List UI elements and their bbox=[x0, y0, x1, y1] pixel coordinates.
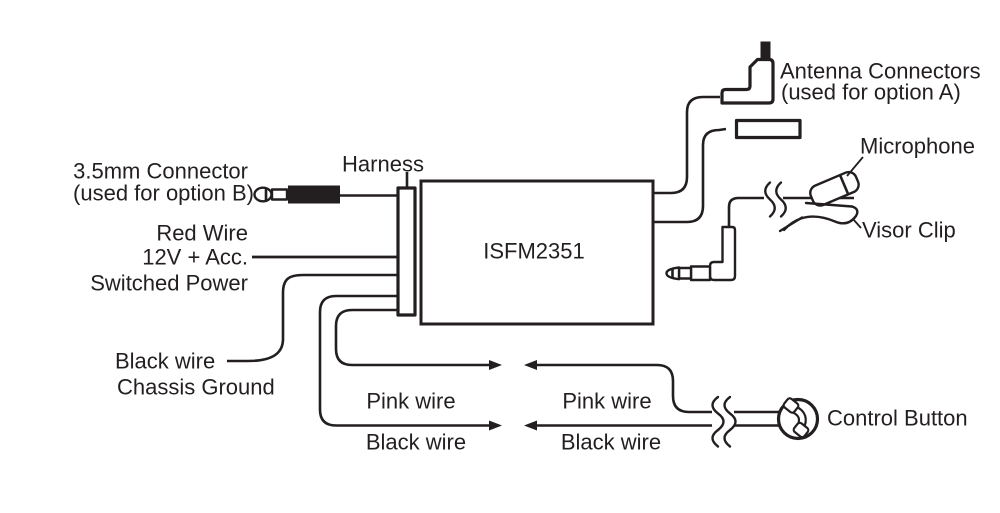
plug-ring bbox=[677, 266, 693, 280]
label-35mm-connector-line1: 3.5mm Connector bbox=[73, 159, 248, 184]
mic-plug-right-angle bbox=[665, 225, 737, 282]
label-antenna-line2: (used for option A) bbox=[781, 80, 961, 105]
label-black-wire-left: Black wire bbox=[366, 430, 466, 455]
antenna-inline-connector bbox=[734, 118, 802, 140]
microphone-body bbox=[809, 170, 860, 207]
label-red-wire-line2: 12V + Acc. bbox=[142, 245, 248, 270]
label-microphone: Microphone bbox=[860, 134, 975, 159]
label-pink-wire-left: Pink wire bbox=[366, 389, 455, 414]
label-control-button: Control Button bbox=[827, 406, 968, 431]
microphone bbox=[809, 170, 860, 207]
break-curve bbox=[723, 395, 737, 448]
plug-tip bbox=[253, 186, 273, 203]
label-chassis-line1: Black wire bbox=[115, 349, 215, 374]
break-curve bbox=[775, 181, 787, 218]
label-pink-wire-right: Pink wire bbox=[562, 389, 651, 414]
arrow-pink-left bbox=[489, 360, 502, 370]
plug-body bbox=[708, 225, 737, 282]
visor-clip bbox=[778, 201, 859, 233]
harness-connector bbox=[396, 186, 417, 317]
wire-pink-right bbox=[536, 363, 712, 414]
label-chassis-line2: Chassis Ground bbox=[117, 375, 275, 400]
label-35mm-connector-line2: (used for option B) bbox=[73, 181, 254, 206]
label-red-wire-line3: Switched Power bbox=[90, 271, 248, 296]
break-curve bbox=[764, 181, 776, 218]
break-symbol-mic bbox=[764, 181, 787, 218]
label-antenna-line1: Antenna Connectors bbox=[780, 59, 981, 84]
visor-clip-pointer-line bbox=[852, 218, 862, 229]
label-visor-clip: Visor Clip bbox=[862, 218, 956, 243]
mic-wire-left bbox=[727, 196, 764, 227]
microphone-cap-line bbox=[839, 174, 850, 195]
arrow-black-right bbox=[524, 420, 537, 431]
wire-antenna-lead bbox=[653, 127, 727, 224]
arrow-black-left bbox=[489, 420, 502, 431]
main-unit-box bbox=[419, 179, 655, 326]
plug-sleeve bbox=[288, 185, 340, 204]
phone-handset-icon bbox=[782, 397, 810, 439]
clip-spring-curve bbox=[782, 205, 859, 232]
antenna-elbow-tip bbox=[760, 41, 771, 61]
main-unit-label: ISFM2351 bbox=[483, 239, 585, 264]
wire-pink-left bbox=[334, 308, 490, 367]
label-red-wire-line1: Red Wire bbox=[156, 221, 248, 246]
antenna-elbow-connector bbox=[720, 57, 775, 105]
break-curve bbox=[711, 395, 725, 448]
plug-shaft bbox=[689, 265, 712, 282]
label-black-wire-right: Black wire bbox=[561, 430, 661, 455]
wire-chassis-ground bbox=[227, 273, 398, 363]
plug-ring bbox=[270, 188, 289, 201]
clip-lower-arm bbox=[778, 216, 804, 233]
plug-35mm-option-b bbox=[253, 185, 340, 204]
wire-antenna-elbow bbox=[653, 95, 720, 195]
wire-black-left bbox=[318, 294, 490, 427]
break-symbol-control bbox=[711, 395, 737, 448]
arrow-pink-right bbox=[524, 360, 537, 370]
clip-top-bar bbox=[804, 201, 854, 208]
harness-label: Harness bbox=[342, 152, 424, 177]
microphone-pointer-line bbox=[846, 156, 864, 177]
